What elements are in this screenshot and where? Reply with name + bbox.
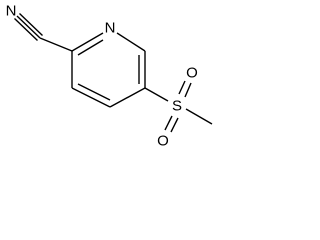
sulfur-label: S xyxy=(172,98,182,115)
sulfur-to-methyl-bond xyxy=(185,108,213,125)
oxygen-bottom-label: O xyxy=(157,133,169,150)
ring-nitrogen-label: N xyxy=(105,20,116,37)
oxygen-top-label: O xyxy=(186,65,198,82)
nitrile-nitrogen-label: N xyxy=(6,3,17,20)
nitrile-to-ring-bond xyxy=(39,37,73,52)
pyridine-ring xyxy=(71,32,146,108)
chemical-structure-diagram: N N S O O xyxy=(6,3,213,150)
nitrile-triple-bond xyxy=(14,12,43,42)
ring-to-sulfur-bond xyxy=(144,87,169,102)
sulfonyl-top-double-bond xyxy=(178,80,192,98)
sulfonyl-bottom-double-bond xyxy=(164,115,179,133)
